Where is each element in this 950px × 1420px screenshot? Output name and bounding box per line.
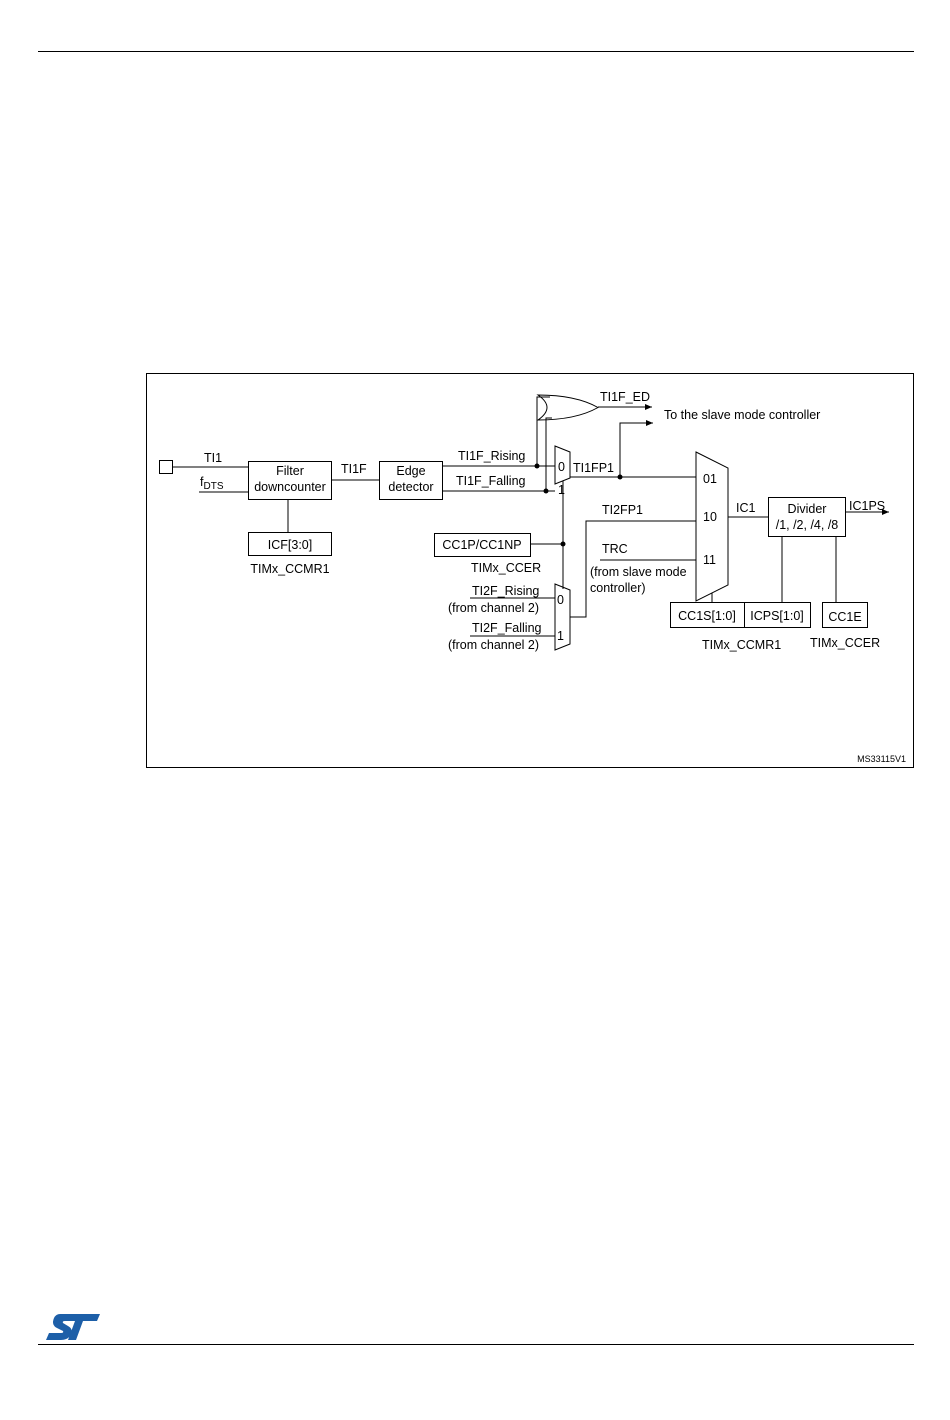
- figure-id: MS33115V1: [857, 754, 906, 764]
- ti1fp1-label: TI1FP1: [573, 461, 614, 475]
- slave-controller-label: To the slave mode controller: [664, 408, 820, 422]
- cc1p-register-name: TIMx_CCER: [471, 561, 541, 575]
- divider-block: [768, 497, 846, 537]
- ccmr1-register-name: TIMx_CCMR1: [702, 638, 781, 652]
- junction-dot: [534, 463, 540, 469]
- ti1f-ed-label: TI1F_ED: [600, 390, 650, 404]
- or-gate: [536, 394, 600, 421]
- edge-detector-block: [379, 461, 443, 500]
- mux2-input-0: 0: [557, 593, 564, 607]
- ti1f-falling-label: TI1F_Falling: [456, 474, 526, 488]
- junction-dot: [560, 541, 566, 547]
- divider-label-line2: /1, /2, /4, /8: [776, 518, 839, 532]
- from-channel2-label-a: (from channel 2): [448, 601, 539, 615]
- ic1-label: IC1: [736, 501, 756, 515]
- filter-label-line1: Filter: [276, 464, 304, 478]
- edge-label-line1: Edge: [396, 464, 425, 478]
- icf-label: ICF[3:0]: [268, 538, 312, 552]
- ic1-selection-mux: [695, 451, 729, 602]
- cc1p-register-box: [434, 533, 531, 557]
- mux3-input-10: 10: [703, 510, 717, 524]
- filter-label-line2: downcounter: [254, 480, 326, 494]
- trc-note-line1: (from slave mode: [590, 565, 687, 579]
- header-rule: [38, 51, 914, 52]
- trc-label: TRC: [602, 542, 628, 556]
- ccer-register-name: TIMx_CCER: [810, 636, 880, 650]
- cc1e-register-box: [822, 602, 868, 628]
- ti2fp1-label: TI2FP1: [602, 503, 643, 517]
- icps-register-box: [744, 602, 811, 628]
- cc1s-label: CC1S[1:0]: [678, 609, 736, 623]
- footer-rule: [38, 1344, 914, 1345]
- trc-note-line2: controller): [590, 581, 646, 595]
- ti2f-falling-label: TI2F_Falling: [472, 621, 542, 635]
- diagram-frame: [146, 373, 914, 768]
- mux2-input-1: 1: [557, 629, 564, 643]
- ti1-input-pin: [159, 460, 173, 474]
- edge-label-line2: detector: [388, 480, 433, 494]
- mux3-input-11: 11: [703, 553, 716, 567]
- channel2-mux: [554, 583, 571, 651]
- from-channel2-label-b: (from channel 2): [448, 638, 539, 652]
- polarity-mux: [554, 445, 571, 485]
- ti1-label: TI1: [204, 451, 222, 465]
- st-logo: [46, 1314, 100, 1340]
- ti2f-rising-label: TI2F_Rising: [472, 584, 539, 598]
- fdts-label: fDTS: [200, 475, 224, 492]
- icf-register-name: TIMx_CCMR1: [250, 562, 329, 576]
- ic1ps-label: IC1PS: [849, 499, 885, 513]
- cc1e-label: CC1E: [828, 610, 861, 624]
- junction-dot: [617, 474, 623, 480]
- ti1f-label: TI1F: [341, 462, 367, 476]
- icf-register-box: [248, 532, 332, 556]
- junction-dot: [543, 488, 549, 494]
- mux1-input-0: 0: [558, 460, 565, 474]
- cc1p-label: CC1P/CC1NP: [442, 538, 521, 552]
- ti1f-rising-label: TI1F_Rising: [458, 449, 525, 463]
- divider-label-line1: Divider: [788, 502, 827, 516]
- filter-block: [248, 461, 332, 500]
- mux3-input-01: 01: [703, 472, 717, 486]
- mux1-input-1: 1: [558, 483, 565, 497]
- icps-label: ICPS[1:0]: [750, 609, 804, 623]
